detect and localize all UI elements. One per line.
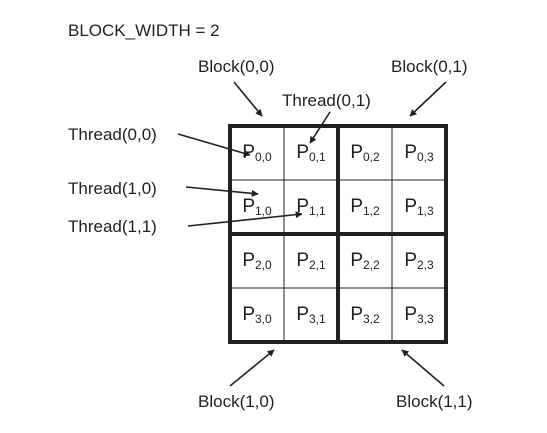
arrow-thread-0-0 [177, 133, 251, 157]
matrix-cell-index: 3,3 [417, 312, 434, 326]
matrix-cell-index: 2,0 [255, 258, 272, 272]
matrix-cell-index: 3,1 [309, 312, 326, 326]
arrow-block-1-1 [401, 349, 445, 387]
thread-label-1-0: Thread(1,0) [68, 179, 157, 198]
matrix-cell-index: 1,1 [309, 204, 326, 218]
block-label-1-0: Block(1,0) [198, 392, 275, 411]
matrix-cell-index: 2,1 [309, 258, 326, 272]
matrix-cell-index: 0,2 [363, 150, 380, 164]
matrix-cell-base: P [296, 304, 309, 325]
matrix-cell-base: P [350, 304, 363, 325]
matrix-cell-index: 1,0 [255, 204, 272, 218]
matrix-cell-index: 0,1 [309, 150, 326, 164]
matrix-cell-base: P [242, 250, 255, 271]
matrix-cell-base: P [404, 142, 417, 163]
thread-label-0-0: Thread(0,0) [68, 125, 157, 144]
matrix-cell-base: P [350, 196, 363, 217]
matrix-cell-index: 1,3 [417, 204, 434, 218]
arrow-block-1-0 [229, 349, 275, 387]
matrix-cell-base: P [350, 142, 363, 163]
matrix-cell-index: 0,0 [255, 150, 272, 164]
matrix-cell-base: P [404, 196, 417, 217]
arrow-block-0-0 [233, 81, 263, 117]
thread-label-0-1: Thread(0,1) [282, 91, 371, 110]
block-label-0-1: Block(0,1) [391, 57, 468, 76]
matrix-cell-base: P [296, 142, 309, 163]
arrow-thread-1-1 [187, 211, 303, 227]
matrix-cell-base: P [404, 250, 417, 271]
block-label-1-1: Block(1,1) [396, 392, 473, 411]
matrix-cell-base: P [242, 196, 255, 217]
block-width-title: BLOCK_WIDTH = 2 [68, 21, 220, 40]
matrix-cell-base: P [242, 304, 255, 325]
matrix-cell-index: 2,3 [417, 258, 434, 272]
arrow-block-0-1 [409, 81, 447, 117]
matrix-cell-index: 3,0 [255, 312, 272, 326]
matrix-cell-base: P [350, 250, 363, 271]
matrix-cell-index: 1,2 [363, 204, 380, 218]
arrow-thread-0-1 [309, 111, 331, 144]
matrix-cell-base: P [296, 250, 309, 271]
matrix-cell-base: P [404, 304, 417, 325]
matrix-cell-index: 0,3 [417, 150, 434, 164]
block-label-0-0: Block(0,0) [198, 57, 275, 76]
matrix-cell-index: 3,2 [363, 312, 380, 326]
arrow-thread-1-0 [185, 186, 259, 197]
matrix-cell-index: 2,2 [363, 258, 380, 272]
thread-label-1-1: Thread(1,1) [68, 217, 157, 236]
